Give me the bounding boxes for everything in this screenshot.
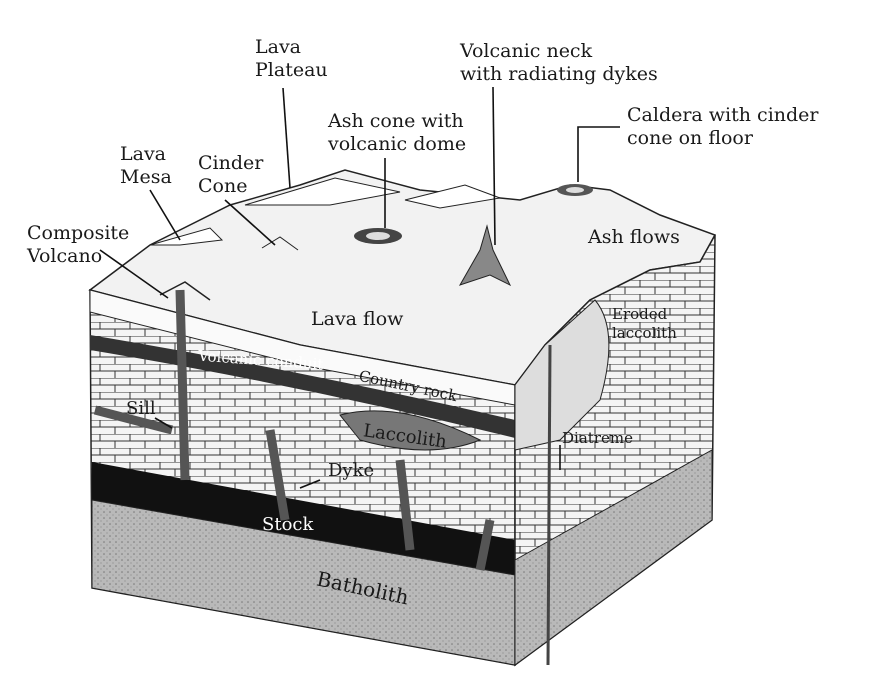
leader-lines bbox=[99, 86, 620, 489]
label-line: Ash cone with bbox=[328, 110, 464, 132]
label-line: Lava bbox=[255, 36, 302, 58]
label-line: with radiating dykes bbox=[460, 63, 658, 85]
label-diatreme: Diatreme bbox=[562, 429, 633, 447]
label-ash-flows: Ash flows bbox=[588, 226, 680, 248]
label-sill: Sill bbox=[126, 398, 156, 419]
label-line: Lava bbox=[120, 143, 167, 165]
label-stock: Stock bbox=[262, 514, 314, 535]
label-line: Caldera with cinder bbox=[627, 104, 819, 126]
label-line: Mesa bbox=[120, 166, 172, 188]
label-dyke: Dyke bbox=[328, 460, 375, 481]
label-line: Eroded bbox=[612, 305, 668, 323]
label-line: Plateau bbox=[255, 59, 328, 81]
label-line: Volcanic neck bbox=[460, 40, 593, 62]
label-line: Composite bbox=[27, 222, 130, 244]
label-line: Cinder bbox=[198, 152, 264, 174]
label-lava-flow: Lava flow bbox=[311, 308, 404, 330]
label-line: cone on floor bbox=[627, 127, 753, 149]
label-line: volcanic dome bbox=[328, 133, 467, 155]
label-line: laccolith bbox=[612, 324, 677, 342]
label-line: Cone bbox=[198, 175, 248, 197]
label-line: Volcano bbox=[27, 245, 103, 267]
